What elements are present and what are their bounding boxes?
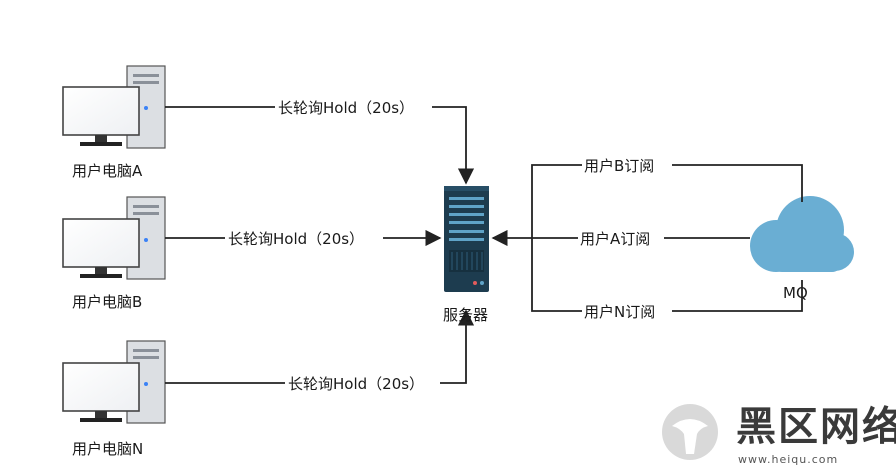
- computer-icon: [62, 196, 166, 280]
- poll-label-n: 长轮询Hold（20s）: [288, 375, 424, 393]
- computer-label-b: 用户电脑B: [72, 293, 142, 311]
- poll-connector-n: [165, 311, 466, 384]
- server-icon: [444, 186, 489, 292]
- computer-label-a: 用户电脑A: [72, 162, 143, 180]
- subscription-label-a: 用户A订阅: [580, 230, 650, 248]
- watermark-logo-icon: [662, 404, 718, 460]
- server: 服务器: [443, 186, 489, 324]
- poll-label-a: 长轮询Hold（20s）: [278, 99, 414, 117]
- computer-icon: [62, 65, 166, 149]
- poll-label-b: 长轮询Hold（20s）: [228, 230, 364, 248]
- watermark-text: 黑区网络: [736, 404, 896, 450]
- subscription-connector-n: [531, 238, 803, 312]
- computer-icon: [62, 340, 166, 424]
- watermark: 黑区网络 www.heiqu.com: [662, 404, 896, 466]
- computer-n: 用户电脑N: [62, 340, 166, 458]
- poll-connector-a: [165, 106, 466, 183]
- mq: MQ: [750, 196, 854, 302]
- cloud-icon: [750, 196, 854, 272]
- server-label: 服务器: [443, 306, 488, 324]
- mq-label: MQ: [783, 284, 808, 302]
- computer-label-n: 用户电脑N: [72, 440, 143, 458]
- watermark-url: www.heiqu.com: [738, 453, 838, 466]
- subscription-connector-b: [531, 164, 803, 238]
- subscription-label-b: 用户B订阅: [584, 157, 654, 175]
- subscription-label-n: 用户N订阅: [584, 303, 655, 321]
- computer-a: 用户电脑A: [62, 65, 166, 180]
- computer-b: 用户电脑B: [62, 196, 166, 311]
